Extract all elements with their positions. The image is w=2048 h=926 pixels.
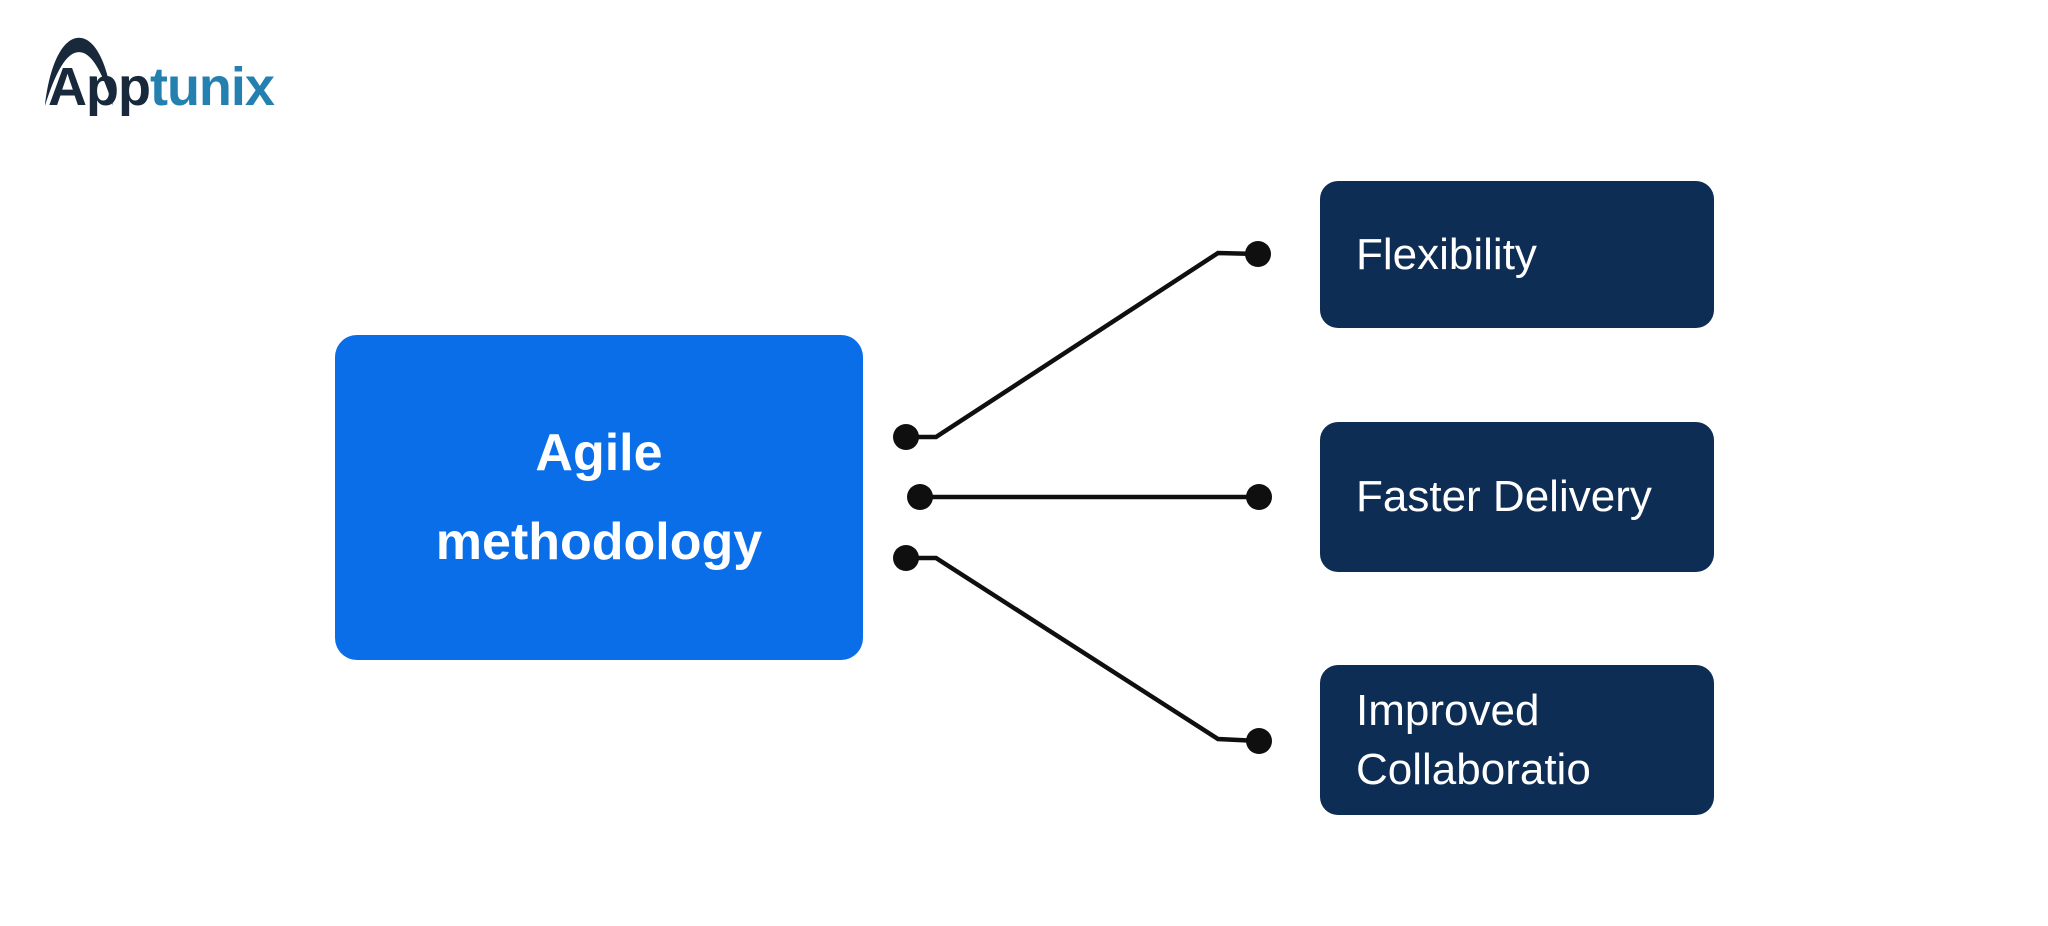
node-faster-delivery: Faster Delivery	[1320, 422, 1714, 572]
node-label: Faster Delivery	[1356, 472, 1652, 522]
logo-text-blue: tunix	[149, 57, 275, 117]
connector-line-flexibility	[906, 250, 1259, 440]
apptunix-arch-icon	[44, 37, 114, 106]
logo-text-dark: App	[48, 57, 151, 117]
connector-dot	[1246, 484, 1272, 510]
node-label: Flexibility	[1356, 229, 1537, 279]
node-agile-methodology: Agile methodology	[335, 335, 863, 660]
connector-dot	[1245, 241, 1271, 267]
logo-wordmark: Apptunix	[48, 57, 275, 117]
connector-dot	[893, 545, 919, 571]
node-label: Improved Collaboratio	[1356, 685, 1591, 794]
connector-dot	[893, 424, 919, 450]
connector-dot	[907, 484, 933, 510]
node-improved-collaboration: Improved Collaboratio	[1320, 665, 1714, 815]
root-node-label: Agile methodology	[435, 424, 763, 571]
node-flexibility: Flexibility	[1320, 181, 1714, 328]
apptunix-logo: Apptunix	[42, 36, 275, 120]
connector-line-improved-collaboration	[906, 555, 1260, 744]
connector-dot	[1246, 728, 1272, 754]
